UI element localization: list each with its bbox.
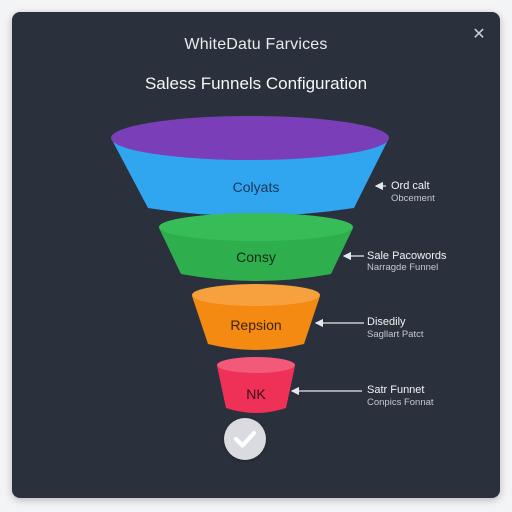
annotation-2-title: Sale Pacowords [367, 250, 447, 262]
window-title: WhiteDatu Farvices [184, 36, 328, 53]
annotation-2-subtitle: Narragde Funnel [367, 262, 438, 273]
annotation-1: Ord calt Obcement [374, 180, 435, 204]
annotation-4-subtitle: Conpics Fonnat [367, 397, 434, 408]
annotation-2: Sale Pacowords Narragde Funnel [342, 250, 447, 273]
funnel-stage-3-label: Repsion [230, 317, 281, 333]
annotation-4: Satr Funnet Conpics Fonnat [290, 384, 434, 408]
annotation-1-title: Ord calt [391, 180, 430, 192]
annotation-1-subtitle: Obcement [391, 193, 435, 204]
annotation-3-subtitle: Sagllart Patct [367, 329, 424, 340]
funnel-stage-1[interactable]: Colyats [111, 116, 389, 216]
annotation-3-title: Disedily [367, 316, 406, 328]
annotation-4-title: Satr Funnet [367, 384, 424, 396]
annotation-3: Disedily Sagllart Patct [314, 316, 424, 340]
funnel-stage-2[interactable]: Consy [159, 213, 353, 281]
page-title: Saless Funnels Configuration [144, 74, 368, 93]
funnel-stage-4-label: NK [246, 386, 266, 402]
checkmark-icon [233, 430, 257, 448]
funnel-stage-3[interactable]: Repsion [192, 284, 320, 350]
funnel-stage-2-label: Consy [236, 249, 276, 265]
funnel-stage-1-label: Colyats [233, 179, 280, 195]
confirm-button[interactable] [224, 418, 266, 460]
funnel-stage-4[interactable]: NK [217, 357, 295, 413]
close-icon[interactable]: ✕ [472, 26, 486, 43]
